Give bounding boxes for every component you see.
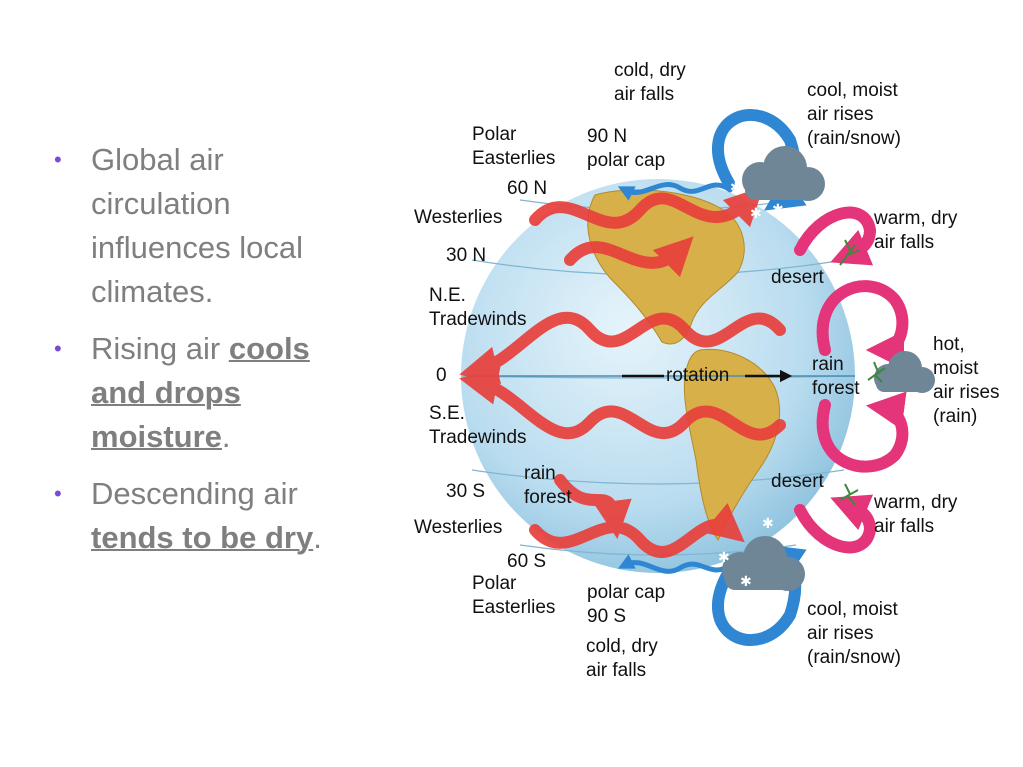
- bullet-item-2: • Rising air cools and drops moisture.: [48, 327, 368, 459]
- bullet-marker: •: [54, 336, 62, 361]
- snowflake-icon: ✱: [762, 516, 774, 532]
- cloud-south-icon: [722, 536, 805, 591]
- label-hot-moist: hot, moist air rises (rain): [933, 334, 1000, 427]
- label-se-tradewinds: S.E. Tradewinds: [429, 403, 527, 448]
- bullet-text: Global air circulation influences local …: [91, 142, 303, 309]
- se-tradewinds-arrow: [459, 366, 786, 441]
- bullet-marker: •: [54, 481, 62, 506]
- label-lat-30s: 30 S: [446, 481, 486, 502]
- plant-equator-icon: [867, 361, 886, 383]
- label-desert-s: desert: [771, 471, 824, 492]
- label-westerlies-s: Westerlies: [414, 517, 503, 538]
- ferrel-cell-north: [794, 206, 877, 266]
- label-lat-30n: 30 N: [446, 245, 487, 266]
- plants: [839, 239, 886, 506]
- label-desert-n: desert: [771, 267, 824, 288]
- snowflake-icon: ✱: [772, 202, 784, 218]
- bullet-marker: •: [54, 147, 62, 172]
- bullet-text-end: .: [221, 419, 231, 454]
- label-warm-dry-n: warm, dry air falls: [874, 208, 958, 253]
- hadley-cell-south: [816, 391, 909, 473]
- polar-easterlies-north-arrow: [617, 182, 733, 201]
- label-equator: 0: [436, 365, 447, 386]
- label-ne-tradewinds: N.E. Tradewinds: [429, 285, 527, 330]
- snowflake-icon: ✱: [740, 574, 752, 590]
- label-rain-forest-e: rain forest: [812, 354, 860, 399]
- polar-easterlies: [617, 182, 733, 574]
- westerlies-north-arrow: [529, 186, 764, 229]
- snowflake-icon: ✱: [730, 180, 742, 196]
- bullet-text-end: .: [313, 520, 322, 555]
- label-polar-easterlies-s: Polar Easterlies: [472, 573, 556, 618]
- label-lat-60n: 60 N: [507, 178, 548, 199]
- bullet-text: Descending air: [91, 476, 298, 511]
- label-rotation: rotation: [666, 365, 730, 386]
- polar-easterlies-south-arrow: [617, 554, 733, 574]
- label-cold-dry-bottom: cold, dry air falls: [586, 636, 658, 681]
- label-north-pole: 90 N polar cap: [587, 126, 666, 171]
- bullet-text: Rising air: [91, 331, 229, 366]
- surface-winds: [459, 186, 786, 558]
- label-cool-moist-top: cool, moist air rises (rain/snow): [807, 80, 901, 149]
- label-cold-dry-top: cold, dry air falls: [614, 60, 686, 105]
- cloud-equator-icon: [874, 351, 935, 393]
- cloud-north-icon: [742, 146, 825, 201]
- snowflake-icon: ✱: [718, 550, 730, 566]
- westerlies-north-arrow-2: [564, 236, 694, 278]
- bullet-item-3: • Descending air tends to be dry.: [48, 472, 368, 560]
- westerlies-south-arrow-2: [554, 474, 632, 540]
- label-lat-60s: 60 S: [507, 551, 547, 572]
- label-polar-easterlies-n: Polar Easterlies: [472, 124, 556, 169]
- clouds: [722, 146, 935, 591]
- plant-south-icon: [839, 483, 859, 506]
- bullet-emphasis: cools and drops moisture: [91, 331, 310, 454]
- bullet-list: • Global air circulation influences loca…: [48, 138, 368, 573]
- snowflakes: ✱ ✱ ✱ ✱ ✱ ✱: [718, 180, 784, 590]
- label-south-pole: polar cap 90 S: [587, 582, 666, 627]
- hadley-cell-north: [816, 280, 909, 370]
- ferrel-cell-south: [794, 494, 877, 554]
- plant-north-icon: [839, 239, 861, 266]
- ne-tradewinds-arrow: [459, 311, 786, 385]
- label-westerlies-n: Westerlies: [414, 207, 503, 228]
- global-air-circulation-diagram: ✱ ✱ ✱ ✱ ✱ ✱ cold, dry air falls cool, mo…: [400, 50, 1023, 740]
- westerlies-south-arrow: [529, 502, 745, 558]
- label-cool-moist-bottom: cool, moist air rises (rain/snow): [807, 599, 901, 668]
- label-rain-forest-s: rain forest: [524, 463, 572, 508]
- bullet-item-1: • Global air circulation influences loca…: [48, 138, 368, 314]
- snowflake-icon: ✱: [750, 206, 762, 222]
- bullet-emphasis: tends to be dry: [91, 520, 314, 555]
- label-warm-dry-s: warm, dry air falls: [874, 492, 958, 537]
- diagram-graphic: ✱ ✱ ✱ ✱ ✱ ✱: [459, 109, 935, 646]
